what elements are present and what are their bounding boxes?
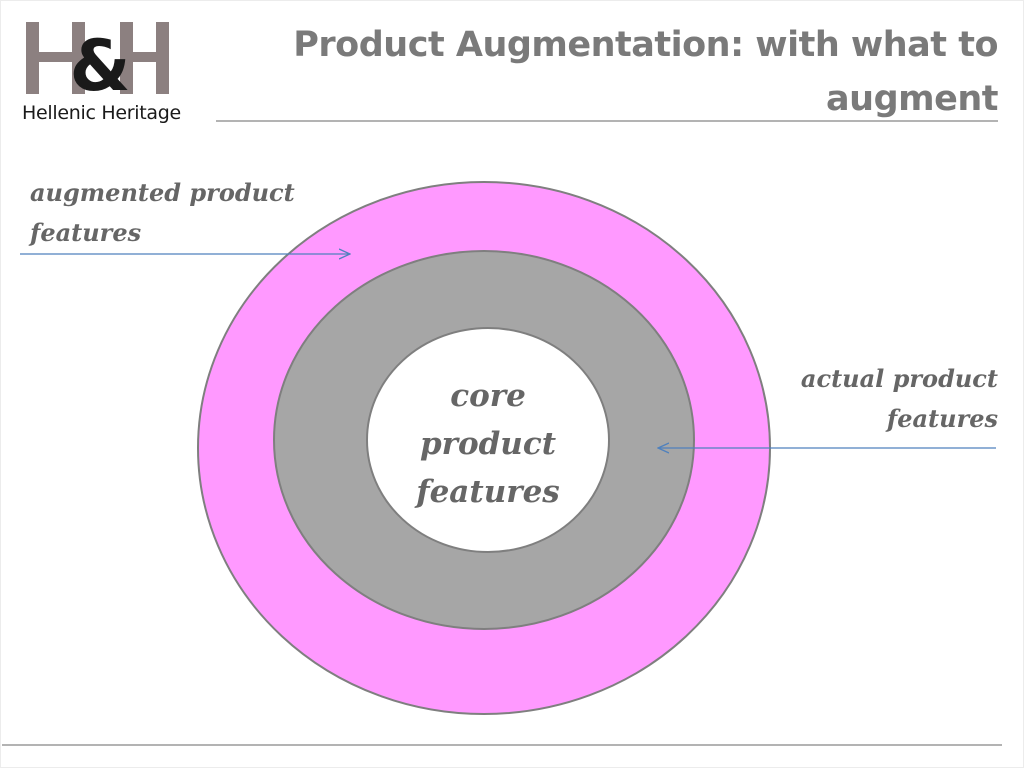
- actual-label-line-1: actual product: [800, 364, 998, 393]
- inner-circle-core: [366, 327, 610, 553]
- page-title: Product Augmentation: with what to augme…: [278, 18, 998, 126]
- core-product-label: core product features: [388, 372, 588, 516]
- core-label-line-2: product: [419, 426, 557, 462]
- core-label-line-1: core: [450, 378, 526, 414]
- title-line-2: augment: [826, 79, 998, 119]
- actual-product-label: actual product features: [738, 359, 998, 439]
- core-label-line-3: features: [416, 474, 560, 510]
- hellenic-heritage-logo: & Hellenic Heritage: [20, 18, 200, 128]
- augmented-label-line-2: features: [30, 218, 142, 247]
- hh-monogram-icon: &: [26, 22, 169, 100]
- title-divider: [216, 120, 998, 122]
- logo-ampersand: &: [69, 25, 130, 100]
- augmented-product-label: augmented product features: [30, 173, 350, 253]
- footer-divider: [2, 744, 1002, 746]
- actual-label-line-2: features: [886, 404, 998, 433]
- logo-caption: Hellenic Heritage: [22, 102, 181, 124]
- title-line-1: Product Augmentation: with what to: [293, 25, 998, 65]
- augmented-label-line-1: augmented product: [30, 178, 295, 207]
